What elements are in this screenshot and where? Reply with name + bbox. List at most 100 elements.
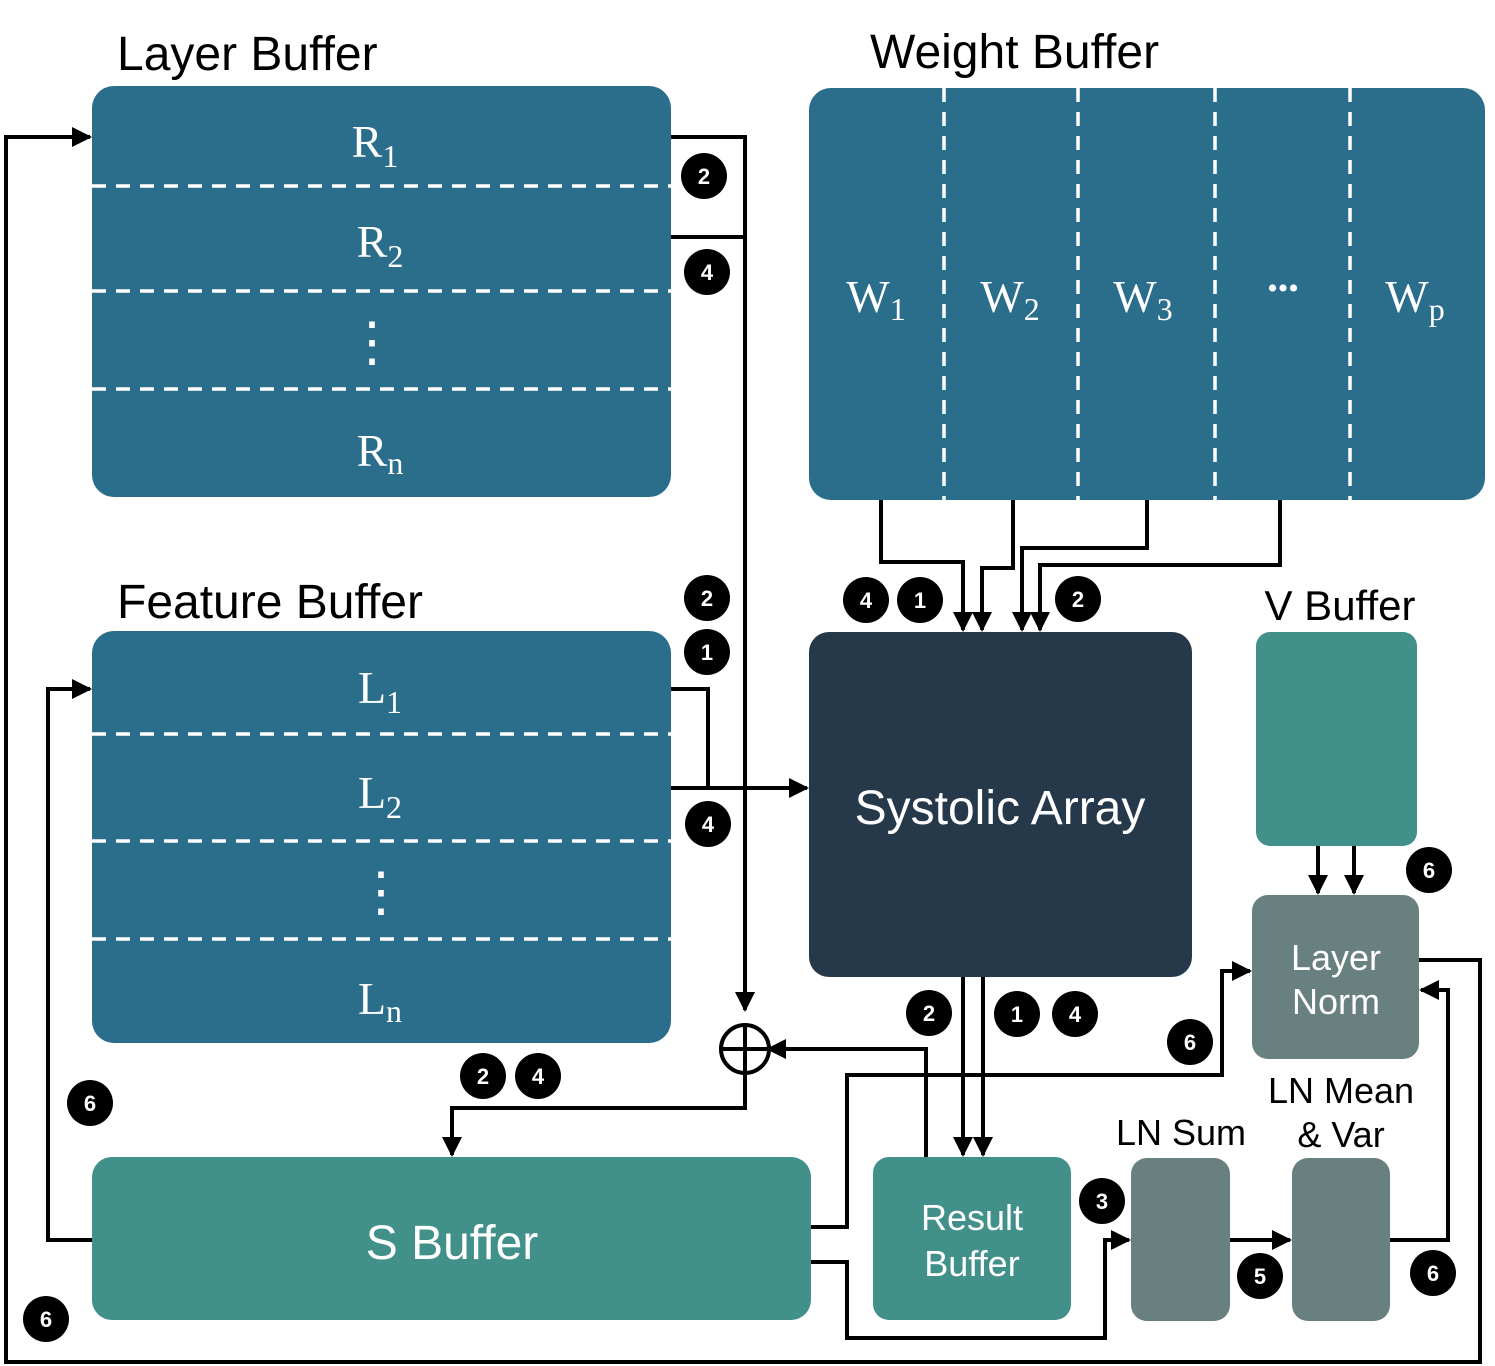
step-badge: 2 — [681, 153, 727, 199]
svg-text:4: 4 — [702, 812, 715, 837]
wire-sbuffer-to-layernorm — [811, 961, 1252, 1229]
weight-buffer: Weight Buffer W1 W2 W3 ••• Wp — [809, 26, 1485, 500]
s-buffer: S Buffer — [92, 1157, 811, 1320]
wire-layernorm-to-layerbuffer — [4, 127, 1482, 1364]
step-badge: 4 — [843, 577, 889, 623]
svg-text:6: 6 — [1427, 1261, 1439, 1286]
ln-mean-var: LN Mean & Var — [1268, 1070, 1414, 1321]
svg-text:2: 2 — [701, 586, 713, 611]
ln-sum: LN Sum — [1116, 1112, 1246, 1321]
feature-row-2: L2 — [358, 767, 402, 825]
wire-w2-to-systolic — [972, 500, 1015, 632]
ln-sum-title: LN Sum — [1116, 1112, 1246, 1153]
layer-row-2: R2 — [357, 216, 404, 274]
step-badge: 1 — [684, 629, 730, 675]
step-badge: 2 — [460, 1053, 506, 1099]
ln-mean-var-line1: LN Mean — [1268, 1070, 1414, 1111]
wire-lnmean-to-layernorm — [1390, 980, 1450, 1242]
svg-text:2: 2 — [1072, 587, 1084, 612]
svg-text:2: 2 — [698, 164, 710, 189]
systolic-array-label: Systolic Array — [855, 782, 1146, 835]
adder — [719, 1023, 771, 1075]
step-badge: 2 — [1055, 576, 1101, 622]
svg-text:1: 1 — [914, 588, 926, 613]
result-buffer: Result Buffer — [873, 1157, 1071, 1320]
wire-sbuffer-to-lnsum — [811, 1230, 1131, 1340]
step-badge: 2 — [684, 575, 730, 621]
svg-text:3: 3 — [1096, 1189, 1108, 1214]
ln-mean-var-box — [1292, 1158, 1390, 1321]
layer-row-ellipsis: ⋮ — [345, 312, 399, 372]
step-badge: 6 — [1167, 1019, 1213, 1065]
svg-text:4: 4 — [860, 588, 873, 613]
step-badges: 2 4 4 1 2 2 1 4 6 2 1 4 6 2 4 6 3 5 6 6 — [23, 153, 1456, 1342]
svg-text:4: 4 — [1069, 1002, 1082, 1027]
s-buffer-label: S Buffer — [366, 1217, 539, 1270]
s-buffer-box — [92, 1157, 811, 1320]
feature-row-n: Ln — [358, 973, 402, 1029]
step-badge: 1 — [897, 577, 943, 623]
svg-text:6: 6 — [1184, 1030, 1196, 1055]
svg-text:2: 2 — [477, 1064, 489, 1089]
step-badge: 3 — [1079, 1178, 1125, 1224]
layer-row-1: R1 — [352, 116, 399, 174]
feature-buffer-title: Feature Buffer — [117, 576, 423, 629]
layer-norm-line2: Norm — [1292, 981, 1380, 1022]
wire-adder-to-sbuffer — [442, 1073, 747, 1157]
v-buffer: V Buffer — [1256, 582, 1417, 846]
wire-wp-to-systolic — [1030, 500, 1282, 632]
step-badge: 6 — [67, 1080, 113, 1126]
wire-r1-to-adder — [671, 135, 755, 1012]
weight-buffer-title: Weight Buffer — [870, 26, 1159, 79]
v-buffer-box — [1256, 632, 1417, 846]
step-badge: 1 — [994, 991, 1040, 1037]
systolic-array: Systolic Array — [809, 632, 1192, 977]
svg-text:2: 2 — [923, 1001, 935, 1026]
weight-col-2: W2 — [980, 271, 1039, 327]
wire-w3-to-systolic — [1012, 500, 1149, 632]
feature-row-ellipsis: ⋮ — [354, 862, 408, 922]
step-badge: 4 — [1052, 991, 1098, 1037]
v-buffer-title: V Buffer — [1265, 582, 1416, 629]
weight-col-p: Wp — [1385, 271, 1444, 327]
wire-l1-to-systolic — [671, 687, 710, 788]
svg-text:4: 4 — [532, 1064, 545, 1089]
layer-row-n: Rn — [357, 425, 404, 481]
wire-result-to-adder — [766, 1039, 928, 1157]
connections — [4, 127, 1482, 1364]
svg-text:6: 6 — [84, 1091, 96, 1116]
layer-norm-line1: Layer — [1291, 937, 1381, 978]
svg-text:6: 6 — [1423, 858, 1435, 883]
systolic-array-box — [809, 632, 1192, 977]
result-buffer-line2: Buffer — [924, 1243, 1019, 1284]
layer-norm: Layer Norm — [1252, 895, 1419, 1059]
step-badge: 6 — [1410, 1250, 1456, 1296]
step-badge: 4 — [515, 1053, 561, 1099]
layer-buffer-title: Layer Buffer — [117, 28, 378, 81]
step-badge: 5 — [1237, 1253, 1283, 1299]
wire-sbuffer-to-featurebuffer — [46, 679, 92, 1242]
svg-text:6: 6 — [40, 1307, 52, 1332]
weight-col-1: W1 — [846, 271, 905, 327]
layer-norm-box — [1252, 895, 1419, 1059]
result-buffer-box — [873, 1157, 1071, 1320]
feature-buffer: Feature Buffer L1 L2 ⋮ Ln — [92, 576, 671, 1043]
svg-text:1: 1 — [701, 640, 713, 665]
weight-col-3: W3 — [1113, 271, 1172, 327]
step-badge: 4 — [684, 249, 730, 295]
wire-w1-to-systolic — [879, 500, 973, 632]
weight-col-ellipsis: ••• — [1267, 272, 1299, 305]
layer-buffer: Layer Buffer R1 R2 ⋮ Rn — [92, 28, 671, 497]
svg-text:1: 1 — [1011, 1002, 1023, 1027]
result-buffer-line1: Result — [921, 1197, 1023, 1238]
svg-text:4: 4 — [701, 260, 714, 285]
ln-mean-var-line2: & Var — [1297, 1114, 1384, 1155]
step-badge: 6 — [1406, 847, 1452, 893]
ln-sum-box — [1131, 1158, 1230, 1321]
step-badge: 2 — [906, 990, 952, 1036]
weight-buffer-box — [809, 88, 1485, 500]
step-badge: 6 — [23, 1296, 69, 1342]
svg-text:5: 5 — [1254, 1264, 1266, 1289]
feature-row-1: L1 — [358, 662, 402, 720]
step-badge: 4 — [685, 801, 731, 847]
